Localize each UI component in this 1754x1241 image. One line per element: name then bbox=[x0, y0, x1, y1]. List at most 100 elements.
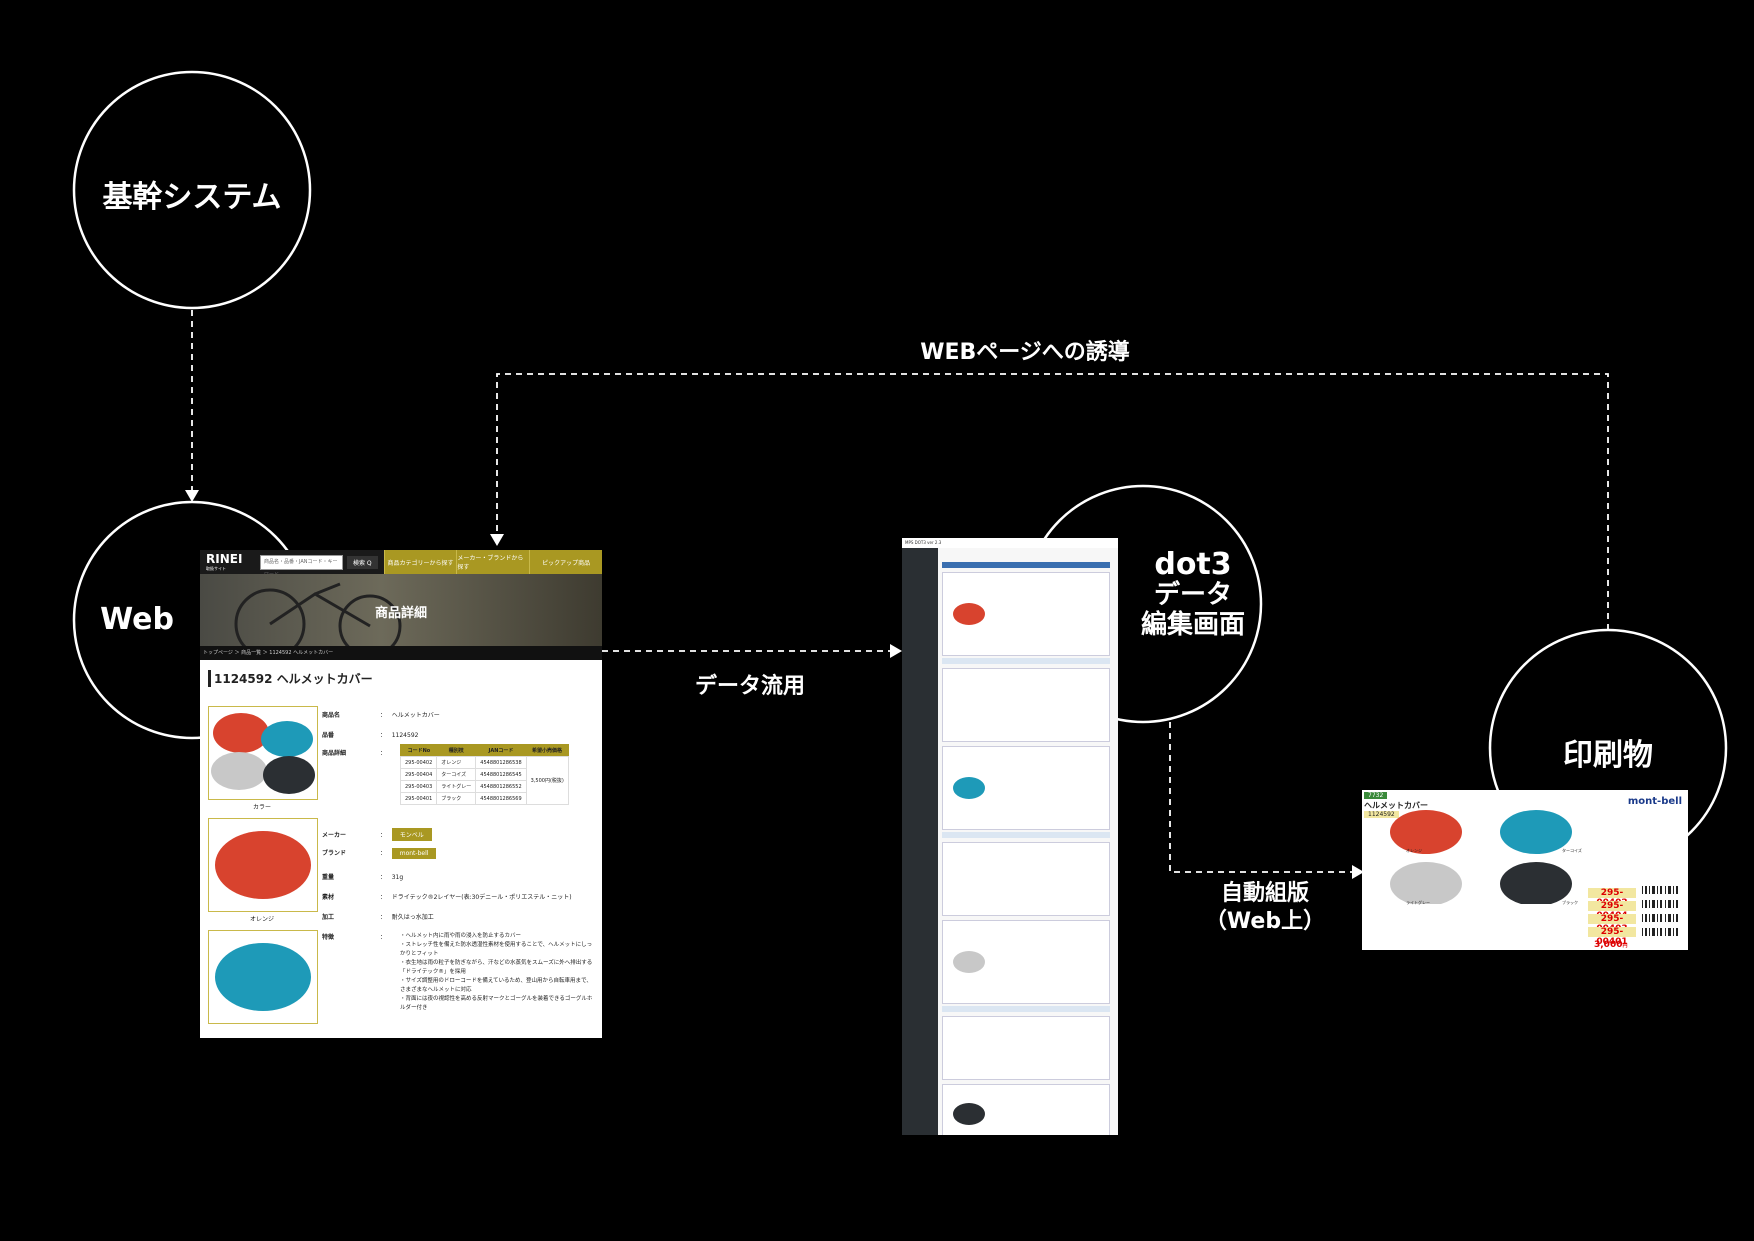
edge-auto-line2: （Web上） bbox=[1204, 909, 1326, 934]
edge-print-to-web bbox=[496, 373, 1609, 630]
node-dot3-line1: dot3 bbox=[1154, 547, 1232, 582]
helmet-black-thumb bbox=[953, 1103, 985, 1125]
table-cell: 295-00404 bbox=[399, 768, 438, 781]
web-nav: 商品カテゴリーから探す メーカー・ブランドから探す ピックアップ商品 bbox=[383, 550, 602, 574]
web-hero-banner: 商品詳細 bbox=[200, 574, 602, 646]
brand-tag[interactable]: mont-bell bbox=[391, 848, 437, 859]
helmet-turquoise-thumb bbox=[953, 777, 985, 799]
dot3-sidebar bbox=[902, 548, 938, 1135]
print-code: 295-00402 bbox=[1588, 888, 1636, 908]
web-features-list: ・ヘルメット内に雨や雨の浸入を防止するカバー ・ストレッチ性を備えた防水透湿性素… bbox=[400, 932, 596, 1013]
web-search-input[interactable]: 商品名・品番・JANコード・キーワード bbox=[260, 554, 343, 578]
dot3-edit-screenshot: MPS DOT3 ver 2.3 bbox=[902, 538, 1118, 1135]
web-spec-brand: ブランド： mont-bell bbox=[322, 848, 437, 859]
web-spec-maker: メーカー： モンベル bbox=[322, 828, 432, 841]
table-row: 295-00402 オレンジ 4548801286538 3,500円(税抜) bbox=[399, 756, 569, 805]
print-price: 3,000円 bbox=[1594, 940, 1628, 950]
dot3-row-header bbox=[942, 658, 1110, 664]
print-brand-logo: mont-bell bbox=[1627, 796, 1682, 807]
arrow-head-web bbox=[185, 490, 199, 502]
node-dot3-label: dot3 データ 編集画面 bbox=[1128, 547, 1258, 641]
node-web-label: Web bbox=[100, 602, 174, 637]
helmet-orange-image bbox=[215, 831, 311, 899]
web-spec-detail: 商品詳細： bbox=[322, 750, 387, 757]
web-thumb-orange[interactable] bbox=[208, 818, 318, 912]
edge-reuse-label: データ流用 bbox=[694, 674, 805, 699]
web-nav-item[interactable]: ピックアップ商品 bbox=[529, 550, 602, 574]
dot3-row-header bbox=[942, 832, 1110, 838]
table-cell: オレンジ bbox=[436, 756, 477, 769]
web-spec-name: 商品名： ヘルメットカバー bbox=[322, 712, 440, 719]
web-nav-item[interactable]: 商品カテゴリーから探す bbox=[383, 550, 457, 574]
dot3-item-panel bbox=[942, 842, 1110, 916]
edge-dot3-to-print bbox=[1169, 722, 1352, 873]
node-core-label: 基幹システム bbox=[102, 180, 282, 215]
dot3-item-panel bbox=[942, 920, 1110, 1004]
table-cell: 4548801286552 bbox=[475, 780, 527, 793]
print-code: 295-00401 bbox=[1588, 927, 1636, 947]
table-cell: 4548801286545 bbox=[475, 768, 527, 781]
arrow-head-dot3 bbox=[890, 644, 902, 658]
barcode-icon bbox=[1642, 886, 1678, 936]
web-thumb-turquoise[interactable] bbox=[208, 930, 318, 1024]
feature-item: ・サイズ調整用のドローコードを備えているため、登山用から自転車用まで、さまざまな… bbox=[400, 978, 592, 993]
web-spec-material: 素材： ドライテック®2レイヤー(表:30デニール・ポリエステル・ニット) bbox=[322, 894, 572, 901]
edge-auto-label: 自動組版 （Web上） bbox=[1200, 880, 1330, 936]
edge-guide-label: WEBページへの誘導 bbox=[920, 340, 1130, 365]
print-item-no: 1124592 bbox=[1364, 811, 1399, 818]
dot3-item-panel bbox=[942, 746, 1110, 830]
table-header: 種別枝 bbox=[436, 744, 476, 757]
table-cell: 295-00401 bbox=[399, 792, 438, 805]
dot3-item-panel bbox=[942, 1084, 1110, 1135]
web-thumb-colors[interactable] bbox=[208, 706, 318, 800]
table-price: 3,500円(税抜) bbox=[525, 756, 569, 805]
web-caption-color: カラー bbox=[252, 804, 271, 811]
print-catalog-screenshot: 7732 ヘルメットカバー 1124592 mont-bell オレンジ ターコ… bbox=[1362, 790, 1688, 950]
helmet-turquoise-image bbox=[215, 943, 311, 1011]
web-search-button[interactable]: 検索 Q bbox=[347, 555, 378, 569]
helmet-colors-image bbox=[211, 713, 315, 794]
print-helmet-images bbox=[1390, 810, 1572, 904]
dot3-title-bar: MPS DOT3 ver 2.3 bbox=[902, 538, 1118, 548]
web-product-title: 1124592 ヘルメットカバー bbox=[208, 670, 602, 687]
dot3-item-panel bbox=[942, 572, 1110, 656]
dot3-tab-bar bbox=[942, 562, 1110, 568]
table-cell: ライトグレー bbox=[436, 780, 477, 793]
web-breadcrumb[interactable]: トップページ ＞ 商品一覧 ＞ 1124592 ヘルメットカバー bbox=[200, 646, 602, 660]
web-spec-weight: 重量： 31g bbox=[322, 874, 404, 881]
table-row: 295-00401 ブラック 4548801286569 bbox=[399, 792, 569, 805]
table-cell: 295-00403 bbox=[399, 780, 438, 793]
web-spec-features: 特徴： bbox=[322, 934, 387, 941]
print-color-label: オレンジ bbox=[1406, 848, 1422, 853]
print-color-label: ターコイズ bbox=[1562, 848, 1582, 853]
dot3-item-panel bbox=[942, 668, 1110, 742]
print-code: 295-00404 bbox=[1588, 901, 1636, 921]
table-cell: 4548801286538 bbox=[475, 756, 527, 769]
dot3-item-panel bbox=[942, 1016, 1110, 1080]
helmet-orange-thumb bbox=[953, 603, 985, 625]
print-badge: 7732 bbox=[1364, 792, 1388, 799]
bicycle-image bbox=[234, 582, 402, 646]
feature-item: ・背面には夜の視認性を高める反射マークとゴーグルを装着できるゴーグルホルダー付き bbox=[400, 996, 593, 1011]
print-code: 295-00403 bbox=[1588, 914, 1636, 934]
feature-item: ・ヘルメット内に雨や雨の浸入を防止するカバー bbox=[400, 933, 522, 939]
print-title: ヘルメットカバー bbox=[1364, 801, 1428, 810]
table-header: コードNo bbox=[400, 744, 437, 757]
web-hero-title: 商品詳細 bbox=[374, 606, 427, 621]
table-cell: ターコイズ bbox=[436, 768, 477, 781]
web-spec-finish: 加工： 耐久はっ水加工 bbox=[322, 914, 434, 921]
web-nav-item[interactable]: メーカー・ブランドから探す bbox=[456, 550, 530, 574]
table-header: JANコード bbox=[475, 744, 527, 757]
table-cell: 295-00402 bbox=[399, 756, 438, 769]
node-dot3-line2: データ bbox=[1153, 580, 1232, 610]
feature-item: ・衣生地は雨の粒子を防ぎながら、汗などの水蒸気をスムーズに外へ排出する「ドライテ… bbox=[400, 960, 593, 975]
node-dot3-line3: 編集画面 bbox=[1140, 610, 1245, 640]
edge-auto-line1: 自動組版 bbox=[1220, 881, 1309, 906]
helmet-gray-thumb bbox=[953, 951, 985, 973]
node-core-circle bbox=[72, 70, 312, 310]
maker-tag[interactable]: モンベル bbox=[391, 828, 432, 841]
web-spec-code: 品番： 1124592 bbox=[322, 732, 419, 739]
